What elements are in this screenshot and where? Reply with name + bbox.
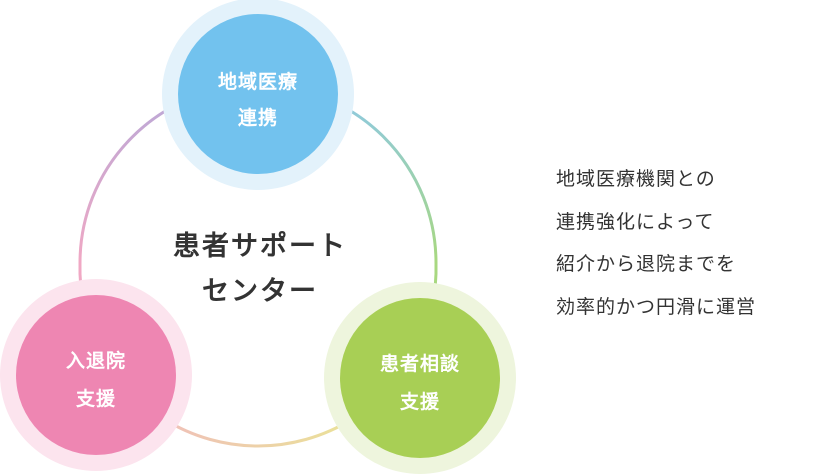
description-line: 効率的かつ円滑に運営 [556, 295, 757, 318]
node-label-line1: 患者相談 [380, 352, 460, 375]
node-circle [178, 14, 338, 174]
description-line: 地域医療機関との [556, 168, 716, 190]
description-line: 連携強化によって [556, 210, 715, 233]
center-label-line1: 患者サポート [173, 231, 347, 262]
node-regional-medical-cooperation: 地域医療 連携 [162, 0, 354, 190]
node-label-line2: 連携 [238, 106, 278, 129]
node-label-line2: 支援 [399, 390, 440, 413]
center-label: 患者サポート センター [173, 231, 347, 307]
node-circle [16, 295, 176, 455]
center-label-line2: センター [202, 276, 318, 307]
node-patient-consultation-support: 患者相談 支援 [324, 282, 516, 474]
node-label-line1: 地域医療 [218, 70, 298, 93]
description-text: 地域医療機関との 連携強化によって 紹介から退院までを 効率的かつ円滑に運営 [556, 158, 820, 328]
node-circle [340, 298, 500, 458]
node-label-line1: 入退院 [66, 349, 126, 372]
description-line: 紹介から退院までを [556, 253, 737, 275]
node-admission-discharge-support: 入退院 支援 [0, 279, 192, 471]
node-label-line2: 支援 [75, 387, 116, 410]
